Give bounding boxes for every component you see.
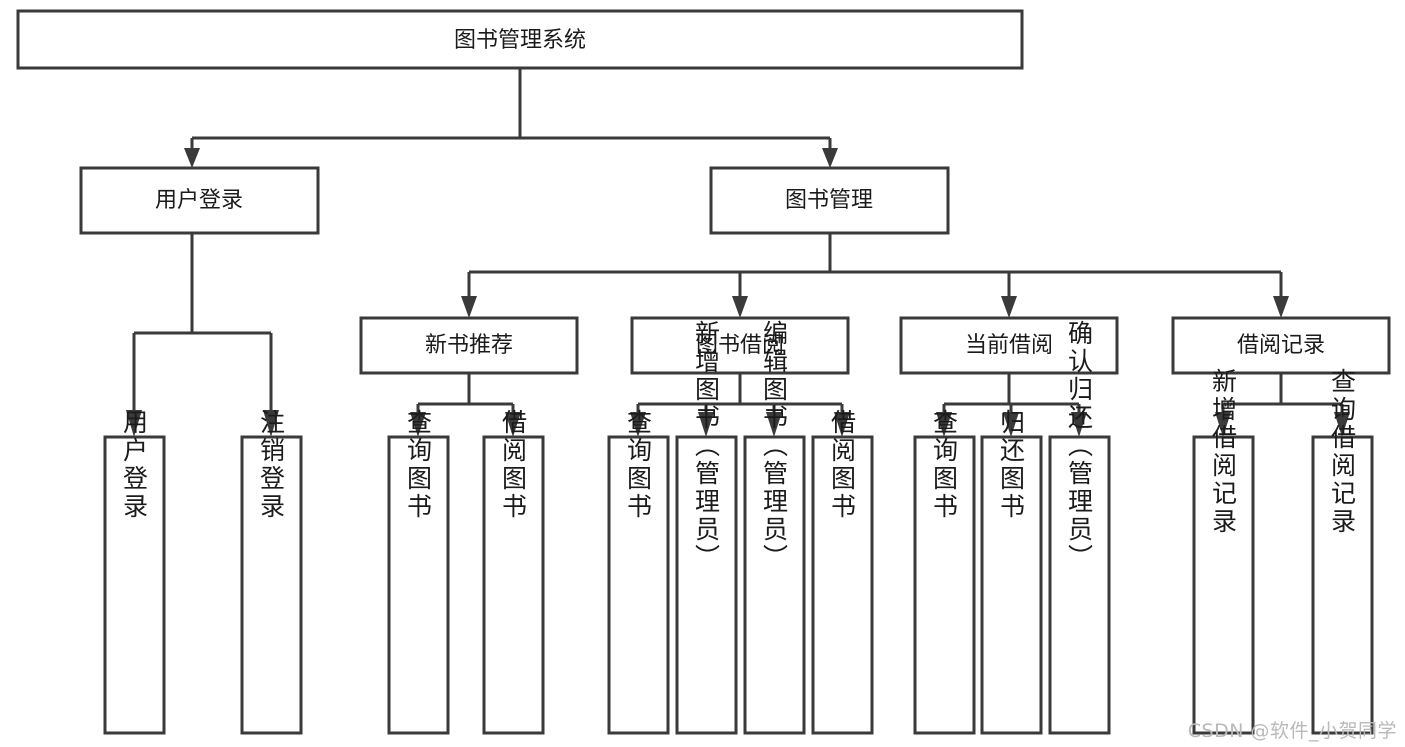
leaf-book-borrow-2[interactable]: 新增图书（管理员） — [675, 320, 738, 735]
leaf-user-login-2[interactable]: 注销登录 — [240, 409, 303, 735]
leaf-new-book-1-label: 查询图书 — [404, 409, 433, 521]
arrow-borrow-leaf-3 — [766, 412, 782, 437]
leaf-current-borrow-2-label: 归还图书 — [997, 409, 1026, 521]
leaf-current-borrow-2[interactable]: 归还图书 — [980, 409, 1043, 735]
leaf-borrow-record-1-label: 新增借阅记录 — [1209, 368, 1238, 536]
leaf-book-borrow-3-box[interactable] — [743, 435, 806, 735]
arrow-root-to-bookmgmt — [822, 148, 838, 168]
node-book-borrow-box[interactable] — [630, 316, 850, 375]
arrow-userlogin-leaf-2 — [263, 410, 279, 437]
arrow-root-to-userlogin — [184, 148, 200, 168]
node-new-book-recommend-box[interactable] — [359, 316, 579, 375]
leaf-new-book-2[interactable]: 借阅图书 — [482, 409, 545, 735]
node-borrow-record[interactable]: 借阅记录 — [1171, 316, 1391, 375]
node-root[interactable]: 图书管理系统 — [16, 9, 1024, 70]
node-new-book-recommend[interactable]: 新书推荐 — [359, 316, 579, 375]
arrow-bookmgmt-to-borrow — [732, 296, 748, 318]
leaf-current-borrow-1-label: 查询图书 — [930, 409, 959, 521]
arrow-record-leaf-1 — [1215, 412, 1231, 437]
node-borrow-record-label: 借阅记录 — [1237, 333, 1325, 358]
leaf-user-login-1[interactable]: 用户登录 — [103, 409, 166, 735]
leaf-book-borrow-1-box[interactable] — [607, 435, 670, 735]
leaf-borrow-record-2-label: 查询借阅记录 — [1328, 368, 1357, 536]
node-user-login-box[interactable] — [79, 166, 320, 235]
leaf-current-borrow-2-box[interactable] — [980, 435, 1043, 735]
node-user-login-label: 用户登录 — [155, 188, 243, 213]
arrow-userlogin-leaf-1 — [126, 410, 142, 437]
arrow-newbook-leaf-2 — [505, 412, 521, 437]
leaf-user-login-1-label: 用户登录 — [120, 409, 149, 521]
arrow-current-leaf-3 — [1071, 412, 1087, 437]
arrow-bookmgmt-to-current — [1001, 296, 1017, 318]
node-book-management-label: 图书管理 — [785, 188, 873, 213]
leaf-new-book-1[interactable]: 查询图书 — [387, 409, 450, 735]
leaf-new-book-2-label: 借阅图书 — [499, 409, 528, 521]
node-user-login[interactable]: 用户登录 — [79, 166, 320, 235]
edges-group — [126, 68, 1350, 437]
node-book-borrow-label: 图书借阅 — [696, 333, 784, 358]
leaf-user-login-1-box[interactable] — [103, 435, 166, 735]
node-current-borrow[interactable]: 当前借阅 — [899, 316, 1119, 375]
leaf-current-borrow-3[interactable]: 确认归还（管理员） — [1048, 320, 1111, 735]
leaf-current-borrow-1-box[interactable] — [913, 435, 976, 735]
node-book-management[interactable]: 图书管理 — [709, 166, 950, 235]
leaf-book-borrow-1-label: 查询图书 — [624, 409, 653, 521]
leaf-new-book-2-box[interactable] — [482, 435, 545, 735]
arrow-record-leaf-2 — [1334, 412, 1350, 437]
leaf-book-borrow-2-box[interactable] — [675, 435, 738, 735]
arrow-newbook-leaf-1 — [410, 412, 426, 437]
leaf-borrow-record-1-box[interactable] — [1192, 435, 1255, 735]
leaf-book-borrow-3-label: 编辑图书（管理员） — [760, 320, 789, 572]
arrow-bookmgmt-to-newbook — [461, 296, 477, 318]
node-book-management-box[interactable] — [709, 166, 950, 235]
leaf-borrow-record-1[interactable]: 新增借阅记录 — [1192, 368, 1255, 735]
leaf-borrow-record-2[interactable]: 查询借阅记录 — [1311, 368, 1374, 735]
node-new-book-recommend-label: 新书推荐 — [425, 333, 513, 358]
node-current-borrow-label: 当前借阅 — [965, 333, 1053, 358]
leaf-user-login-2-box[interactable] — [240, 435, 303, 735]
arrow-current-leaf-2 — [1003, 412, 1019, 437]
node-borrow-record-box[interactable] — [1171, 316, 1391, 375]
node-root-label: 图书管理系统 — [454, 28, 586, 53]
leaf-book-borrow-4-label: 借阅图书 — [828, 409, 857, 521]
leaf-current-borrow-1[interactable]: 查询图书 — [913, 409, 976, 735]
leaf-book-borrow-4[interactable]: 借阅图书 — [811, 409, 874, 735]
leaf-current-borrow-3-label: 确认归还（管理员） — [1065, 320, 1094, 572]
leaf-user-login-2-label: 注销登录 — [257, 409, 286, 521]
node-root-box[interactable] — [16, 9, 1024, 70]
leaf-book-borrow-2-label: 新增图书（管理员） — [692, 320, 721, 572]
leaf-book-borrow-3[interactable]: 编辑图书（管理员） — [743, 320, 806, 735]
leaf-borrow-record-2-box[interactable] — [1311, 435, 1374, 735]
leaf-book-borrow-1[interactable]: 查询图书 — [607, 409, 670, 735]
leaf-book-borrow-4-box[interactable] — [811, 435, 874, 735]
arrow-borrow-leaf-1 — [630, 412, 646, 437]
arrow-bookmgmt-to-record — [1273, 296, 1289, 318]
node-current-borrow-box[interactable] — [899, 316, 1119, 375]
arrow-current-leaf-1 — [936, 412, 952, 437]
leaf-current-borrow-3-box[interactable] — [1048, 435, 1111, 735]
leaf-new-book-1-box[interactable] — [387, 435, 450, 735]
arrow-borrow-leaf-2 — [698, 412, 714, 437]
arrow-borrow-leaf-4 — [834, 412, 850, 437]
node-book-borrow[interactable]: 图书借阅 — [630, 316, 850, 375]
